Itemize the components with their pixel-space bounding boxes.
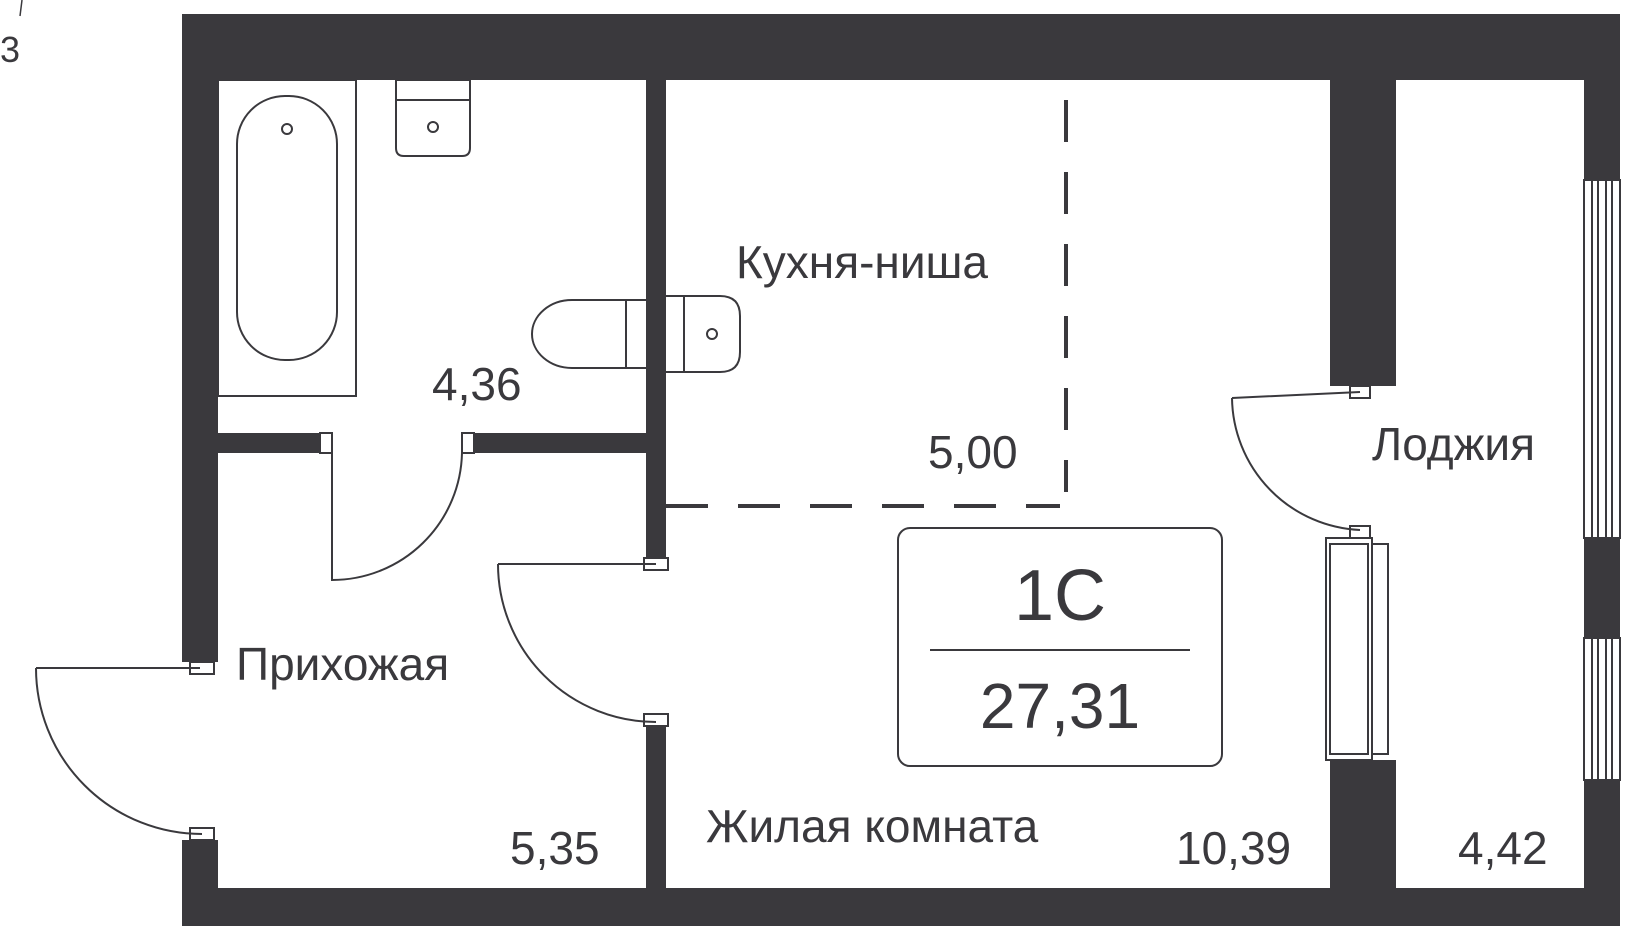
inner-walls <box>218 80 1396 888</box>
loggia-windows <box>1583 179 1621 781</box>
radiator <box>1325 537 1389 761</box>
corner-tick <box>19 0 23 17</box>
hallway-area: 5,35 <box>510 822 600 874</box>
washbasin <box>531 299 646 369</box>
doors <box>35 391 1361 835</box>
living-room-door <box>497 563 657 723</box>
toilet-drain-icon <box>427 121 439 133</box>
hallway-name: Прихожая <box>236 638 449 690</box>
bathtub <box>217 79 357 397</box>
loggia-door <box>1231 391 1361 531</box>
kitchen-niche-boundary <box>666 100 1068 508</box>
window-upper <box>1583 179 1621 539</box>
total-area: 27,31 <box>980 670 1140 742</box>
bathroom-door <box>331 452 463 582</box>
living-room-name: Жилая комната <box>706 800 1039 852</box>
kitchen-name: Кухня-ниша <box>736 236 988 288</box>
kitchen-sink <box>666 295 741 373</box>
loggia-area: 4,42 <box>1458 822 1548 874</box>
living-room-area: 10,39 <box>1176 822 1291 874</box>
outer-walls <box>182 14 1620 926</box>
loggia-name: Лоджия <box>1372 418 1535 470</box>
apartment-badge: 1С 27,31 <box>897 527 1223 767</box>
toilet <box>395 79 471 157</box>
window-lower <box>1583 637 1621 781</box>
apartment-type: 1С <box>1014 556 1106 636</box>
kitchen-sink-drain-icon <box>706 328 718 340</box>
corner-mark: 3 <box>0 29 20 70</box>
bathroom-area: 4,36 <box>432 358 522 410</box>
bathtub-drain-icon <box>281 123 293 135</box>
entrance-door <box>35 667 203 835</box>
kitchen-area: 5,00 <box>928 426 1018 478</box>
